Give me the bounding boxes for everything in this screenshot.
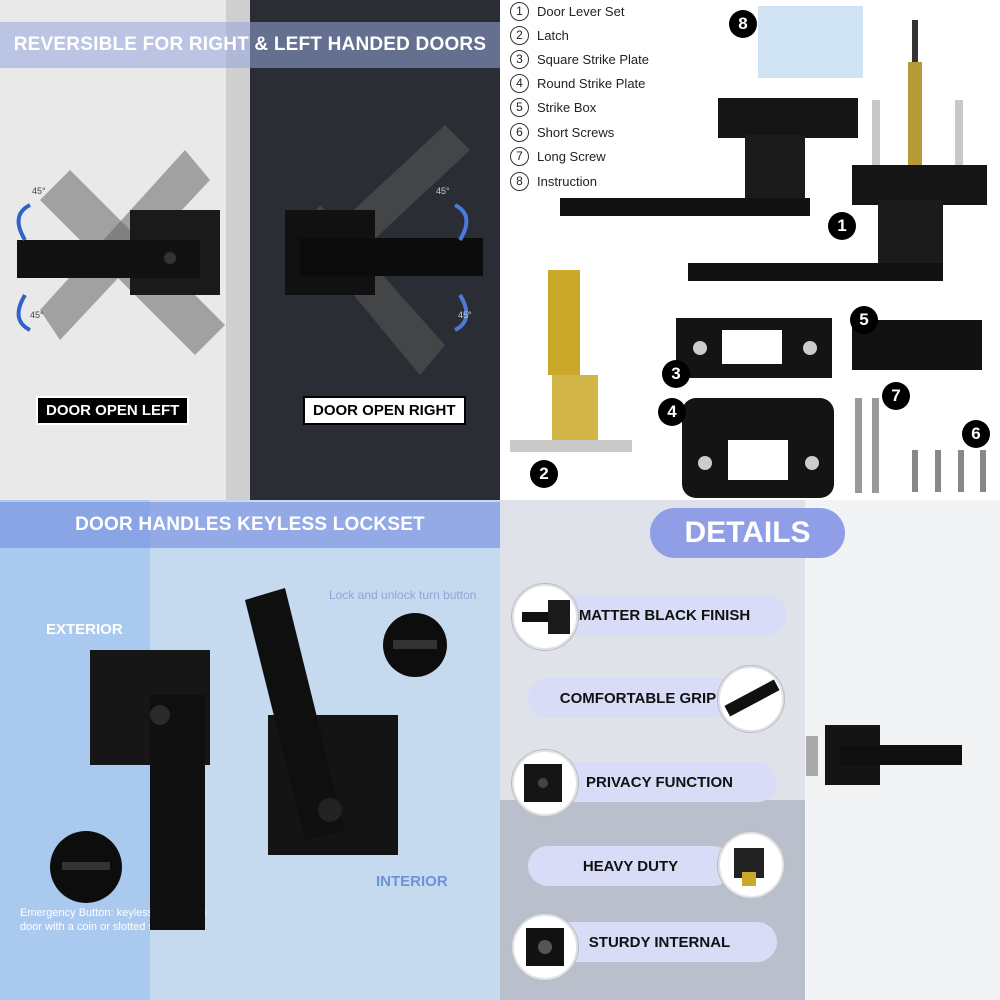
part-number: 6 <box>510 122 529 142</box>
left-turn-button <box>164 252 176 264</box>
arrow-icon <box>453 203 469 242</box>
right-lever <box>300 238 483 276</box>
part-label: Round Strike Plate <box>537 75 646 91</box>
lockset-banner: DOOR HANDLES KEYLESS LOCKSET <box>0 502 500 548</box>
long-screw <box>855 398 862 493</box>
feature-privacy: PRIVACY FUNCTION <box>542 762 777 802</box>
door-open-left-label: DOOR OPEN LEFT <box>36 396 190 425</box>
part-label: Strike Box <box>537 99 597 115</box>
part-item: 8 Instruction <box>510 170 597 192</box>
heavy-duty-thumbnail <box>718 832 784 898</box>
part-number: 1 <box>510 1 529 21</box>
rosette-top <box>718 98 858 138</box>
part-badge: 5 <box>850 306 878 334</box>
part-label: Long Screw <box>537 148 606 164</box>
arrow-icon <box>453 293 469 332</box>
exterior-label: EXTERIOR <box>46 621 123 638</box>
part-item: 5 Strike Box <box>510 96 596 118</box>
part-number: 8 <box>510 171 529 191</box>
rosette-bottom <box>852 165 987 205</box>
latch-cylinder <box>552 375 598 440</box>
door-handle-illustration <box>806 725 962 785</box>
spindle-tip <box>912 20 918 65</box>
part-badge: 6 <box>962 420 990 448</box>
part-badge: 1 <box>828 212 856 240</box>
long-screw <box>872 398 879 493</box>
interior-label: INTERIOR <box>376 873 448 890</box>
details-panel: DETAILS MATTER BLACK FINISH COMFORTABLE … <box>500 500 1000 1000</box>
door-open-right-label: DOOR OPEN RIGHT <box>303 396 466 425</box>
angle-label: 45° <box>436 186 450 196</box>
lever-arm <box>560 198 810 216</box>
spindle <box>908 62 922 172</box>
part-number: 4 <box>510 73 529 93</box>
privacy-thumbnail <box>512 750 578 816</box>
interior-lever <box>245 588 345 840</box>
part-badge: 8 <box>729 10 757 38</box>
short-screw <box>958 450 964 492</box>
reversible-panel: REVERSIBLE FOR RIGHT & LEFT HANDED DOORS <box>0 0 500 500</box>
part-number: 7 <box>510 146 529 166</box>
arrow-icon <box>16 203 32 242</box>
feature-matte-black: MATTER BLACK FINISH <box>542 595 787 635</box>
part-badge: 2 <box>530 460 558 488</box>
feature-sturdy-internal: STURDY INTERNAL <box>542 922 777 962</box>
lockset-panel: DOOR HANDLES KEYLESS LOCKSET EXTERIOR IN… <box>0 500 500 1000</box>
latch-body <box>548 270 580 375</box>
part-item: 4 Round Strike Plate <box>510 72 645 94</box>
part-label: Short Screws <box>537 124 615 140</box>
part-item: 2 Latch <box>510 24 569 46</box>
part-item: 7 Long Screw <box>510 145 606 167</box>
part-label: Door Lever Set <box>537 3 625 19</box>
part-number: 3 <box>510 49 529 69</box>
part-badge: 4 <box>658 398 686 426</box>
part-label: Latch <box>537 27 569 43</box>
part-badge: 7 <box>882 382 910 410</box>
lockset-illustration <box>50 588 447 930</box>
angle-label: 45° <box>32 186 46 196</box>
feature-grip: COMFORTABLE GRIP <box>528 678 748 718</box>
details-title: DETAILS <box>650 508 845 558</box>
arrow-icon <box>16 293 32 332</box>
door-frame <box>226 0 250 500</box>
parts-panel: 1 Door Lever Set 2 Latch 3 Square Strike Pl… <box>500 0 1000 500</box>
feature-heavy-duty: HEAVY DUTY <box>528 846 733 886</box>
latch-edge <box>806 736 818 776</box>
instruction-sheet <box>758 6 863 78</box>
part-item: 3 Square Strike Plate <box>510 48 649 70</box>
part-label: Square Strike Plate <box>537 51 650 67</box>
emergency-button <box>150 705 170 725</box>
latch-face <box>510 440 632 452</box>
turn-button-caption: Lock and unlock turn button <box>329 588 477 602</box>
reversible-illustration <box>16 125 483 375</box>
part-item: 1 Door Lever Set <box>510 0 624 22</box>
short-screw <box>912 450 918 492</box>
parts-illustration <box>510 6 987 498</box>
part-label: Instruction <box>537 173 597 189</box>
angle-label: 45° <box>458 310 472 320</box>
part-number: 2 <box>510 25 529 45</box>
internal-thumbnail <box>512 914 578 980</box>
lever-neck <box>745 135 805 200</box>
grip-thumbnail <box>718 666 784 732</box>
short-screw <box>935 450 941 492</box>
post-left <box>872 100 880 170</box>
exterior-lever <box>150 695 205 930</box>
round-strike-opening <box>728 440 788 480</box>
angle-label: 45° <box>30 310 44 320</box>
short-screw <box>980 450 986 492</box>
mounted-lever <box>840 745 962 765</box>
strike-opening <box>722 330 782 364</box>
reversible-banner: REVERSIBLE FOR RIGHT & LEFT HANDED DOORS <box>0 22 500 68</box>
finish-thumbnail <box>512 584 578 650</box>
post-right <box>955 100 963 170</box>
part-number: 5 <box>510 97 529 117</box>
lever-arm-2 <box>688 263 943 281</box>
turn-button <box>318 798 342 822</box>
part-badge: 3 <box>662 360 690 388</box>
lever-neck-2 <box>878 200 943 265</box>
part-item: 6 Short Screws <box>510 121 614 143</box>
